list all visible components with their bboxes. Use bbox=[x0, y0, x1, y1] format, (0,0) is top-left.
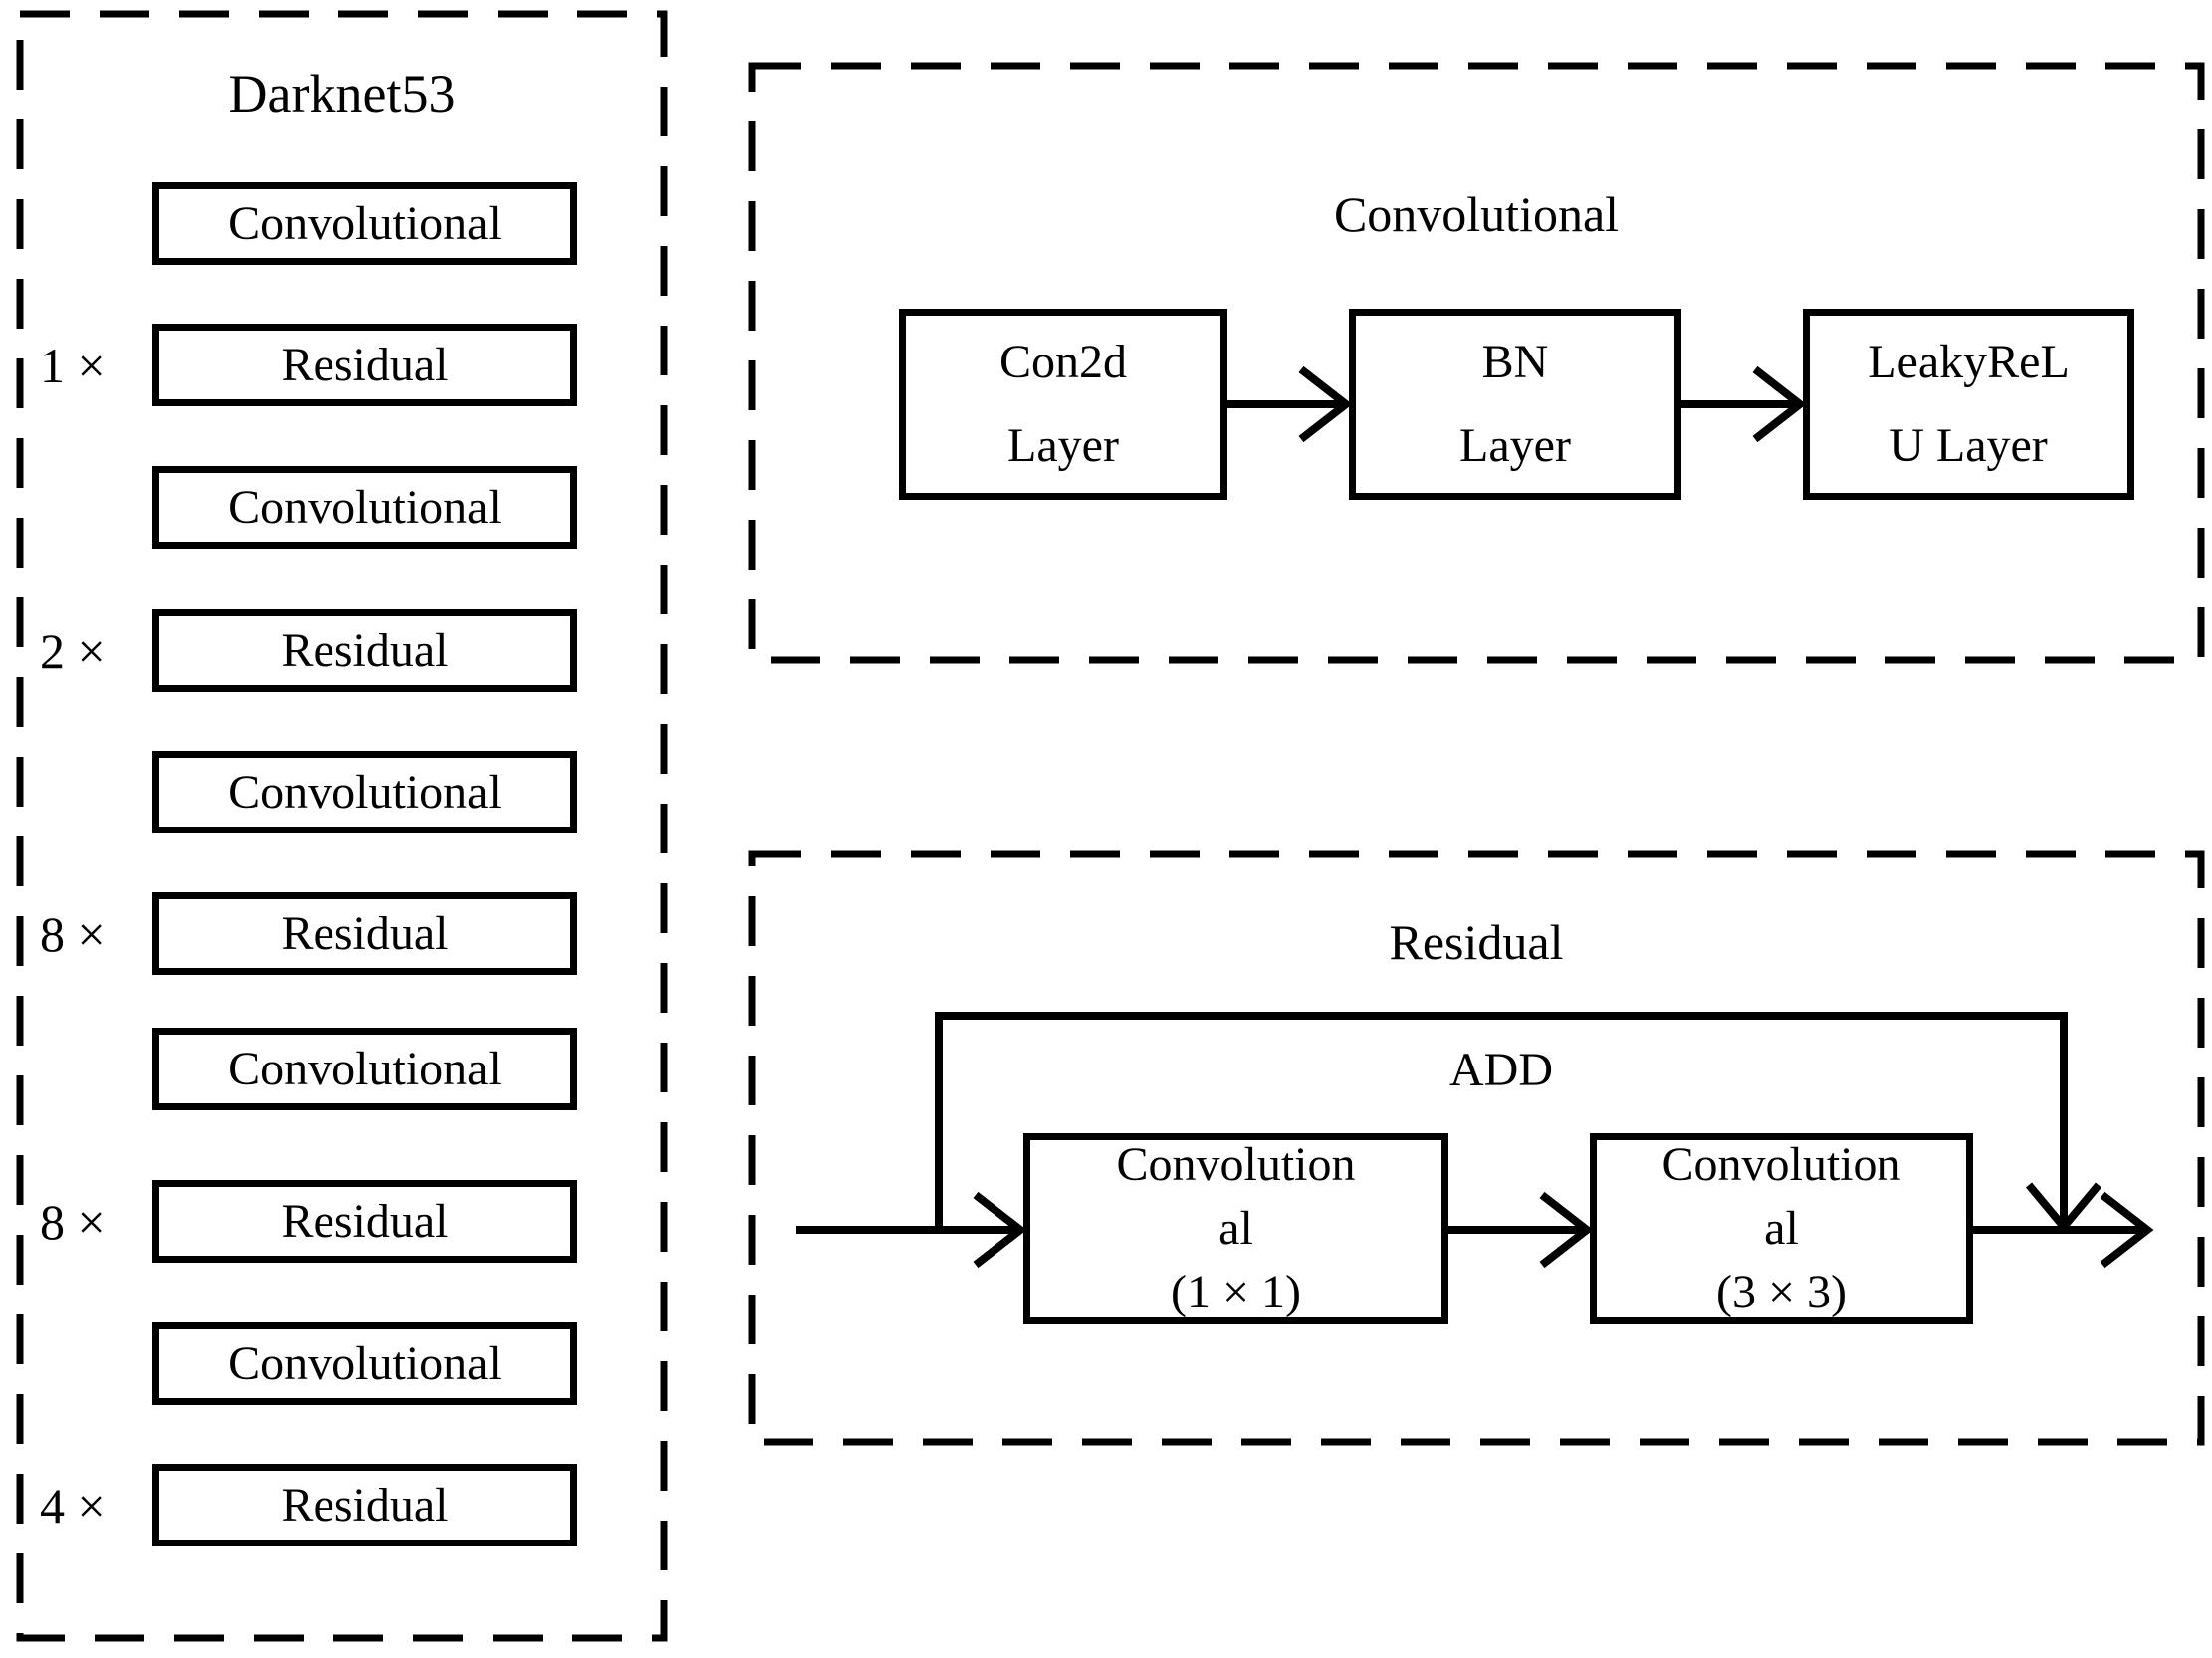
residual-panel-border bbox=[748, 850, 2205, 1446]
residual-input-arrow bbox=[796, 1191, 1027, 1269]
arrowhead-right-icon bbox=[1539, 1191, 1594, 1269]
residual-output-arrow bbox=[1973, 1191, 2154, 1269]
residual-skip-connection bbox=[935, 1012, 2102, 1234]
conv1x1-to-conv3x3-arrow bbox=[1448, 1191, 1594, 1269]
arrowhead-right-icon bbox=[1752, 365, 1807, 443]
con2d-to-bn-arrow bbox=[1227, 365, 1353, 443]
convolutional-panel-border bbox=[748, 62, 2205, 664]
arrowhead-right-icon bbox=[1298, 365, 1353, 443]
bn-to-leakyrelu-arrow bbox=[1681, 365, 1807, 443]
darknet53-panel-border bbox=[16, 10, 668, 1642]
arrowhead-right-icon bbox=[2100, 1191, 2154, 1269]
arrowhead-right-icon bbox=[973, 1191, 1027, 1269]
